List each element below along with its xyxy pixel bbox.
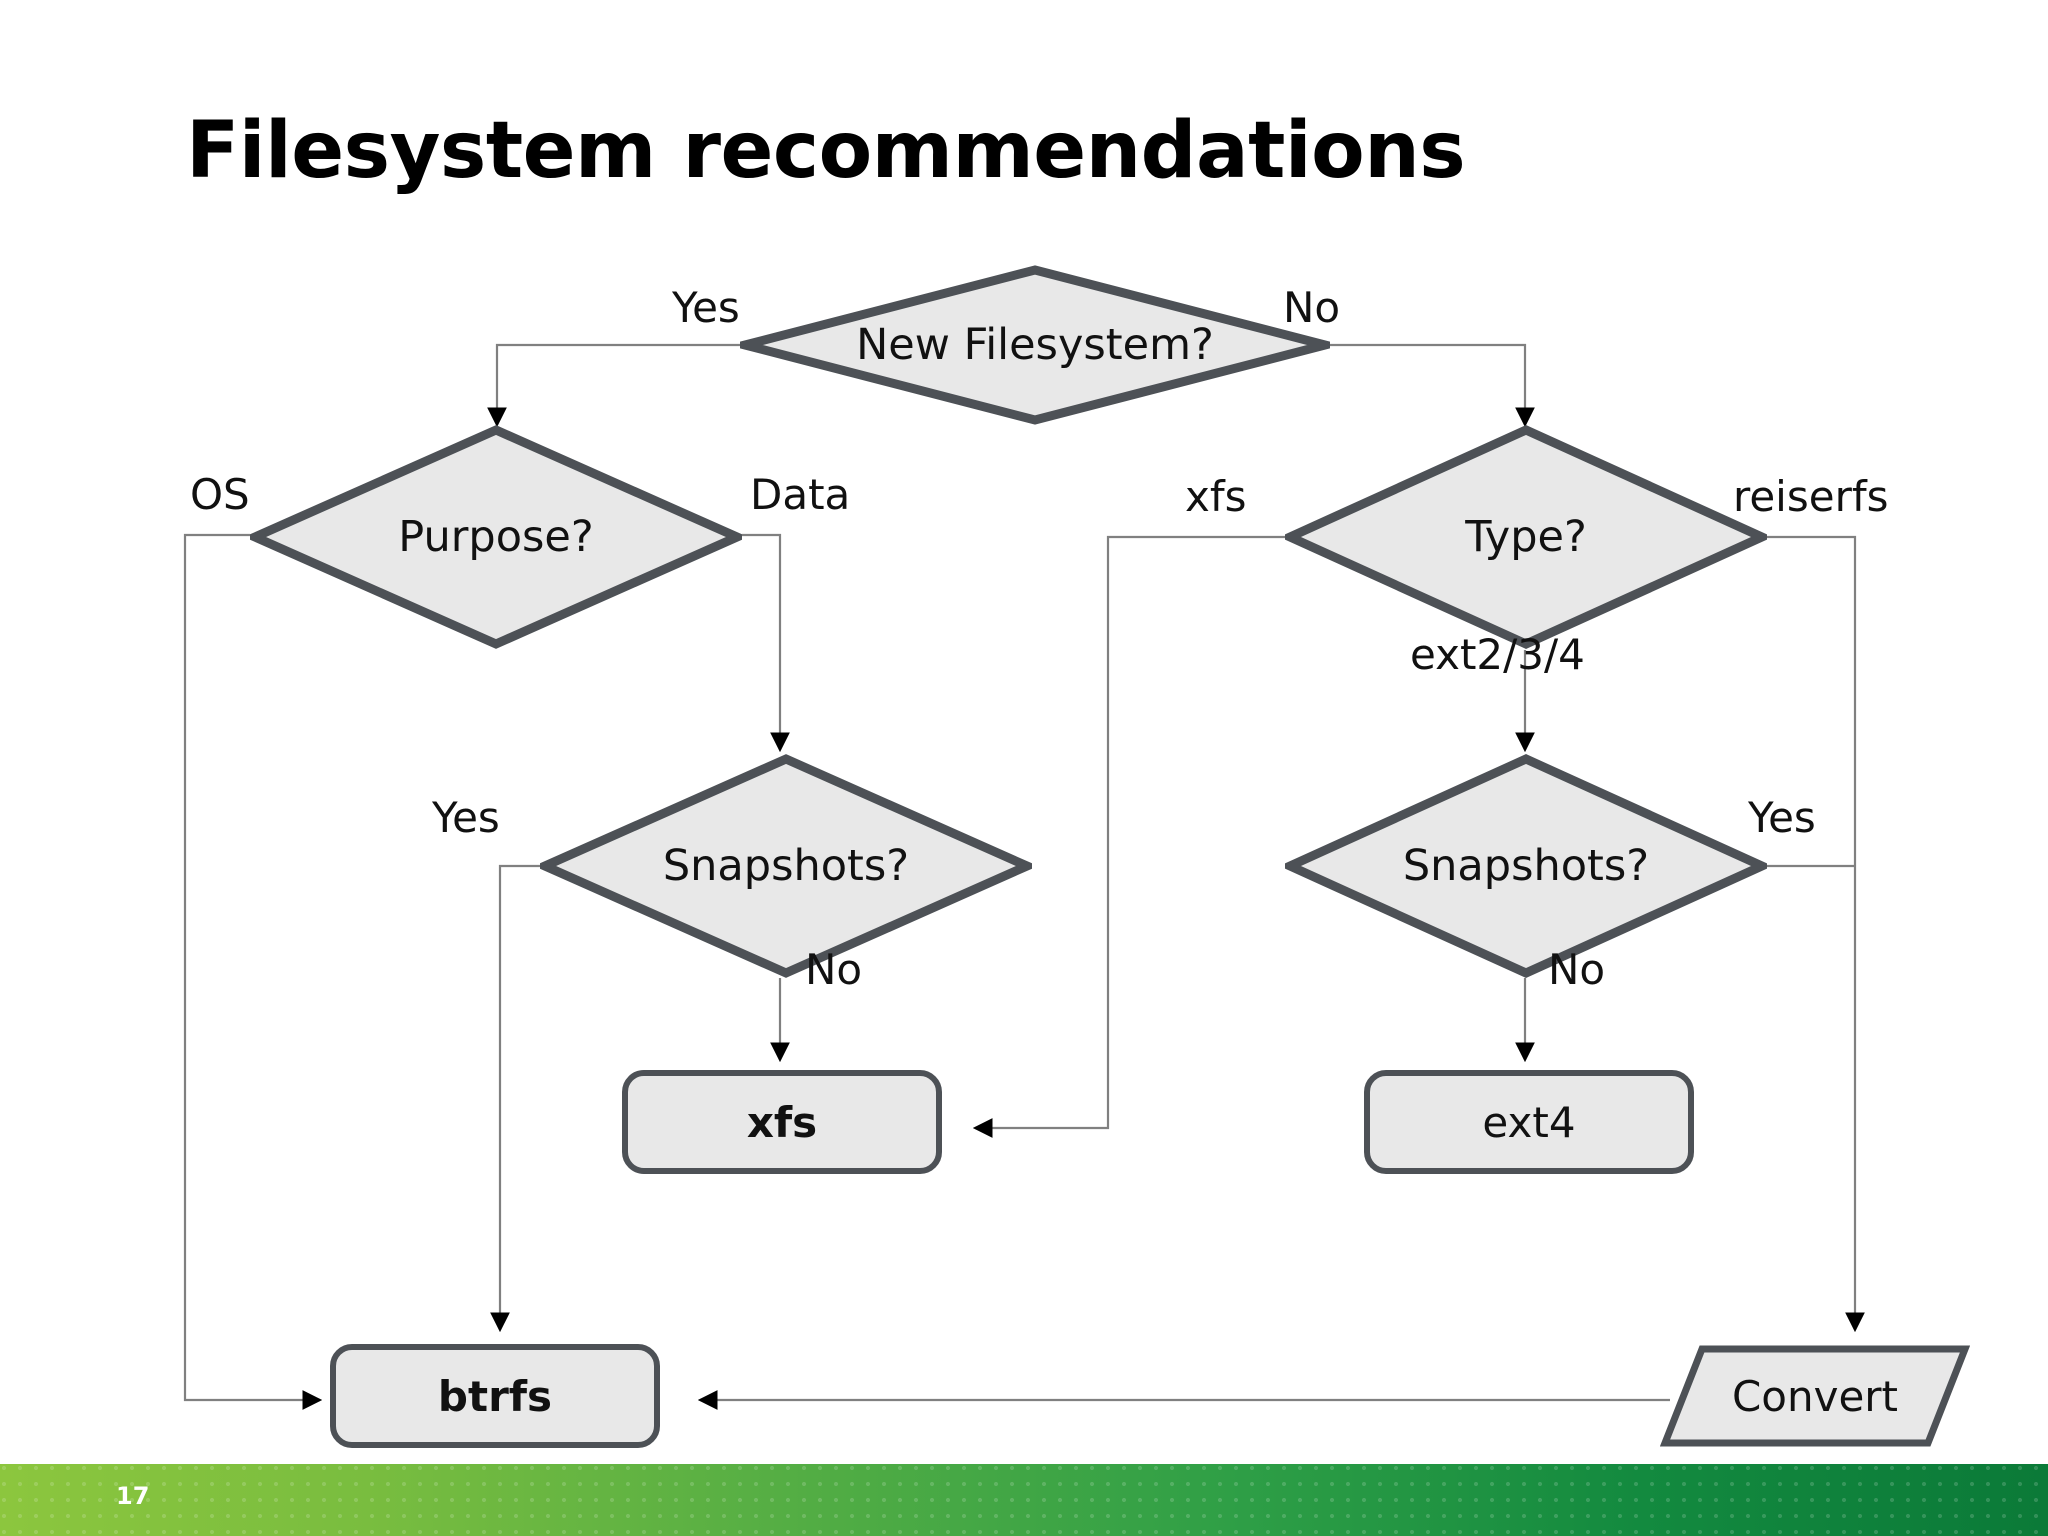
- decision-new-filesystem[interactable]: New Filesystem?: [740, 265, 1330, 425]
- edge-newfs-yes: [487, 343, 740, 428]
- diamond-shape: [540, 754, 1032, 978]
- parallelogram-shape: [1660, 1345, 1970, 1447]
- edge-label-purpose-os: OS: [190, 470, 250, 519]
- diamond-shape: [1285, 425, 1767, 649]
- rounded-rect-shape: [622, 1070, 942, 1174]
- edge-type-reiserfs: [1766, 535, 1865, 1333]
- edge-label-type-xfs: xfs: [1185, 472, 1247, 521]
- edge-label-purpose-data: Data: [750, 470, 851, 519]
- edge-label-newfs-yes: Yes: [672, 283, 740, 332]
- edge-label-snapleft-no: No: [805, 945, 863, 994]
- edge-label-type-reiserfs: reiserfs: [1733, 472, 1889, 521]
- diamond-shape: [740, 265, 1330, 425]
- page-title: Filesystem recommendations: [186, 106, 1466, 196]
- result-xfs[interactable]: xfs: [622, 1070, 942, 1174]
- diamond-shape: [250, 425, 742, 649]
- diamond-shape: [1285, 754, 1767, 978]
- footer-bar: 17: [0, 1464, 2048, 1536]
- rounded-rect-shape: [1364, 1070, 1694, 1174]
- edge-label-type-ext: ext2/3/4: [1410, 630, 1585, 679]
- page-number: 17: [116, 1482, 150, 1510]
- edge-label-snapleft-yes: Yes: [432, 793, 500, 842]
- decision-purpose[interactable]: Purpose?: [250, 425, 742, 649]
- edge-purpose-data: [742, 533, 790, 753]
- footer-texture: [0, 1464, 2048, 1536]
- edge-type-xfs: [972, 535, 1285, 1138]
- rounded-rect-shape: [330, 1344, 660, 1448]
- decision-type[interactable]: Type?: [1285, 425, 1767, 649]
- edge-label-newfs-no: No: [1283, 283, 1341, 332]
- edge-snapleft-yes: [490, 864, 540, 1333]
- edge-purpose-os: [183, 533, 323, 1410]
- decision-snapshots-left[interactable]: Snapshots?: [540, 754, 1032, 978]
- result-convert[interactable]: Convert: [1660, 1344, 1970, 1448]
- edge-label-snapright-yes: Yes: [1748, 793, 1816, 842]
- result-btrfs[interactable]: btrfs: [330, 1344, 660, 1448]
- edge-label-snapright-no: No: [1548, 945, 1606, 994]
- decision-snapshots-right[interactable]: Snapshots?: [1285, 754, 1767, 978]
- edge-newfs-no: [1330, 343, 1535, 428]
- result-ext4[interactable]: ext4: [1364, 1070, 1694, 1174]
